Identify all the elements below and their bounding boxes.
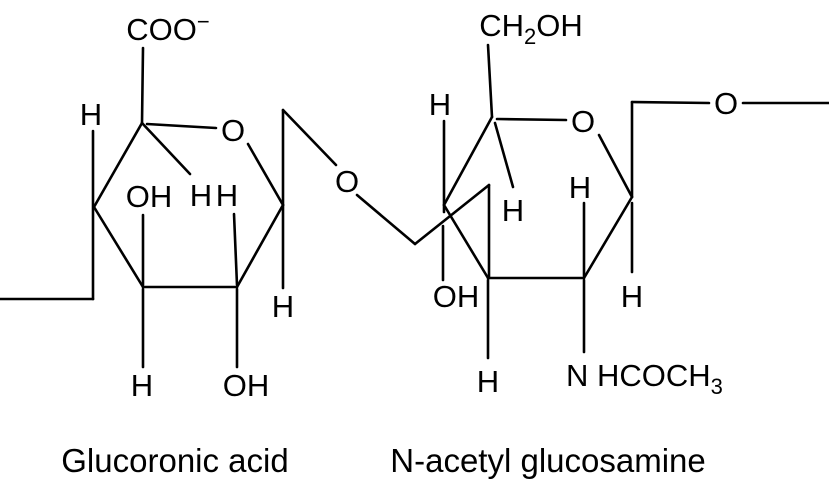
h-label-c5p-interior: H [502, 193, 524, 228]
h-label-c2-interior: H [216, 178, 238, 213]
caption-glucuronic-acid: Glucoronic acid [61, 442, 288, 479]
bond-line [246, 142, 285, 207]
bond-line [630, 100, 711, 105]
bond-line [442, 115, 494, 207]
ch2oh-label: CH2OH [479, 8, 583, 49]
ring-oxygen-left: O [221, 113, 245, 148]
h-label-c1-down: H [272, 289, 294, 324]
bond-line [281, 108, 338, 167]
h-label-c5-interior: H [190, 178, 212, 213]
caption-n-acetyl-glucosamine: N-acetyl glucosamine [390, 442, 705, 479]
bond-line [92, 205, 145, 289]
n-acetyl-group-label: N HCOCH3 [566, 358, 723, 399]
bond-line [486, 43, 494, 119]
bond-line [145, 122, 218, 130]
oh-label-c4p-down: OH [433, 279, 480, 314]
bonds-layer [0, 43, 829, 369]
h-label-c3p-down: H [477, 364, 499, 399]
bond-line [232, 212, 239, 287]
bond-line [92, 121, 144, 209]
chain-oxygen-right: O [714, 86, 738, 121]
h-label-c1p-down: H [621, 279, 643, 314]
bond-line [495, 117, 568, 122]
h-label-c4p-top: H [429, 87, 451, 122]
glycosidic-oxygen: O [335, 164, 359, 199]
oh-label-c3-up: OH [126, 179, 173, 214]
carboxylate-label: COO− [126, 9, 209, 47]
bond-line [355, 193, 417, 246]
bond-line [493, 121, 515, 189]
oh-label-c2-down: OH [223, 368, 270, 403]
bond-line [140, 121, 192, 176]
bond-line [140, 46, 145, 125]
bond-line [235, 203, 285, 289]
bond-line [582, 195, 634, 280]
bond-line [442, 203, 490, 280]
h-label-c4-top: H [80, 97, 102, 132]
bond-line [597, 133, 634, 199]
ring-oxygen-right: O [571, 104, 595, 139]
bond-line [413, 183, 491, 246]
h-label-c3-down: H [131, 368, 153, 403]
h-label-c2p-interior: H [569, 170, 591, 205]
